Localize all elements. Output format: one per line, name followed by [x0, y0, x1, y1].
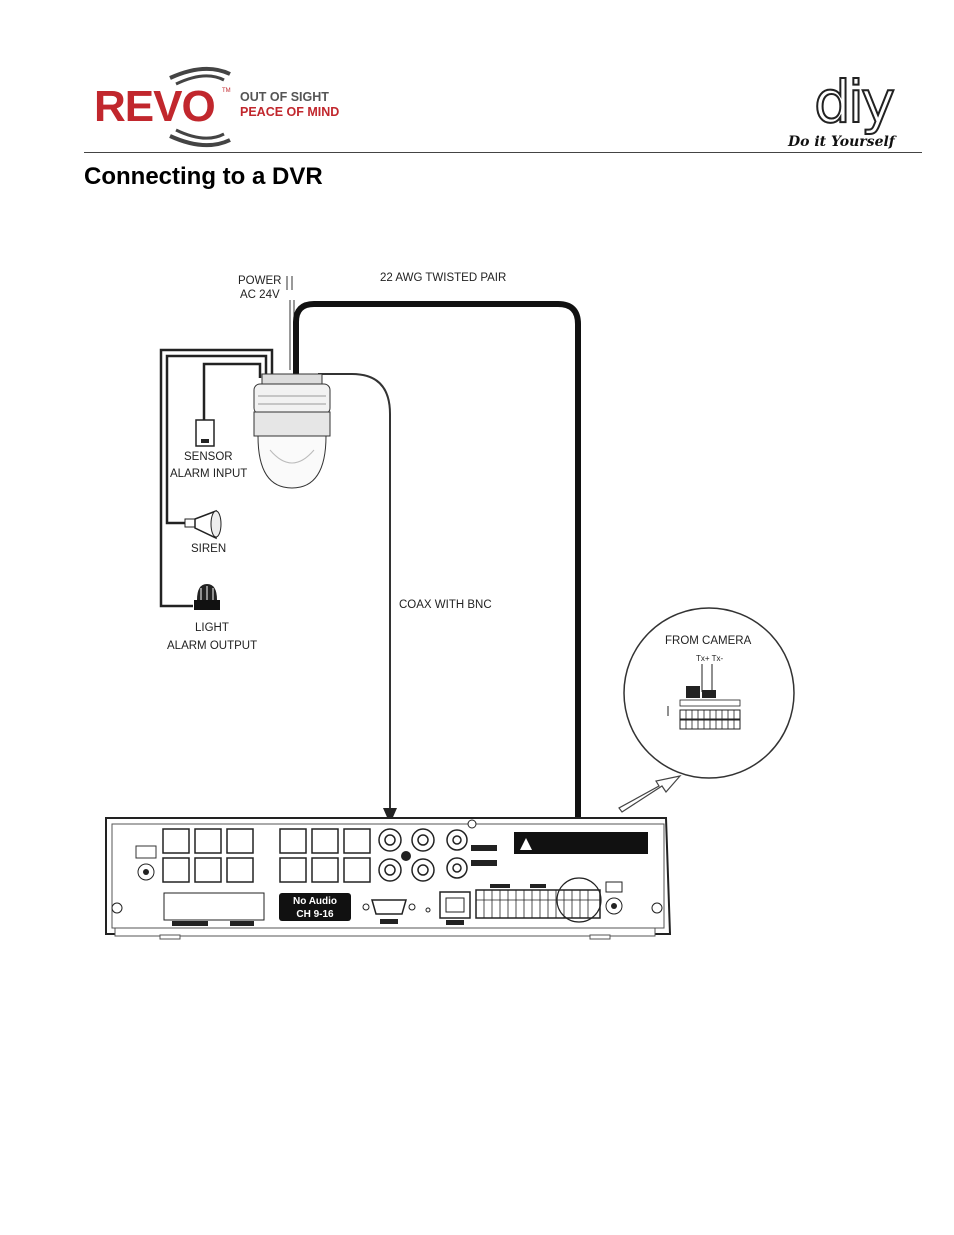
power-label-line2: AC 24V: [240, 289, 280, 301]
revo-logo: REVO TM OUT OF SIGHT PEACE OF MIND: [90, 60, 350, 150]
inset-pins-label: Tx+ Tx-: [696, 654, 724, 663]
siren-label: SIREN: [191, 543, 226, 555]
sensor-label-line1: SENSOR: [184, 451, 233, 463]
no-audio-badge: [279, 893, 351, 921]
power-wire: [286, 276, 295, 370]
brand-name: REVO: [94, 82, 216, 131]
coax-label: COAX WITH BNC: [399, 599, 492, 611]
diy-logo: diy Do it Yourself: [780, 67, 930, 158]
diy-caption: Do it Yourself: [788, 134, 895, 150]
diy-logo-text: diy: [813, 67, 896, 137]
channel-range-text: CH 9-16: [296, 909, 334, 920]
tagline-line1: OUT OF SIGHT: [240, 90, 329, 104]
twisted-pair-label: 22 AWG TWISTED PAIR: [380, 272, 506, 284]
terminal-inset: FROM CAMERA Tx+ Tx-: [623, 607, 795, 779]
sensor-icon: [195, 419, 215, 447]
trademark-mark: TM: [222, 88, 231, 94]
light-label-line2: ALARM OUTPUT: [167, 640, 257, 652]
no-audio-text: No Audio: [293, 896, 337, 907]
inset-pointer-arrow: [618, 775, 682, 813]
header-divider: [84, 152, 922, 153]
inset-label: FROM CAMERA: [665, 635, 752, 647]
speed-dome-camera: [253, 373, 331, 489]
tagline-line2: PEACE OF MIND: [240, 105, 340, 119]
alarm-wiring: [159, 348, 274, 608]
coax-cable: [318, 373, 397, 824]
warning-light-icon: [194, 584, 220, 610]
page-title: Connecting to a DVR: [84, 163, 323, 190]
light-label-line1: LIGHT: [195, 622, 229, 634]
siren-icon: [184, 509, 222, 540]
power-label-line1: POWER: [238, 275, 281, 287]
twisted-pair-cable: [293, 301, 581, 878]
logo-swoosh-icon: [169, 66, 231, 148]
dvr-rear-panel: No Audio CH 9-16: [105, 817, 672, 940]
sensor-label-line2: ALARM INPUT: [170, 468, 247, 480]
